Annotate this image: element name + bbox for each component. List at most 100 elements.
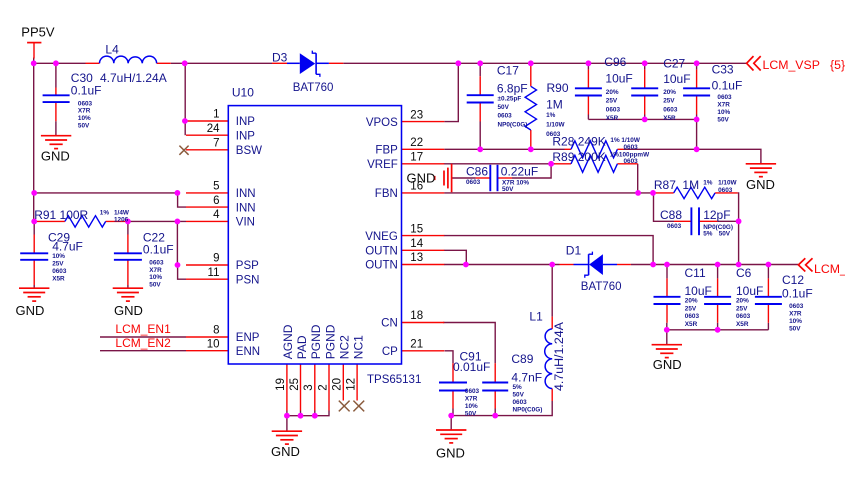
svg-text:R28 249K: R28 249K [552,134,605,148]
svg-text:8: 8 [213,325,219,337]
svg-text:C22: C22 [143,231,165,245]
svg-text:R87: R87 [654,178,676,192]
svg-text:D1: D1 [566,244,582,258]
svg-text:1206: 1206 [114,216,129,223]
svg-text:7: 7 [213,138,219,150]
svg-text:15: 15 [410,223,423,235]
svg-text:20%: 20% [736,298,749,305]
svg-text:PSN: PSN [236,274,260,286]
svg-text:PAD: PAD [295,335,309,359]
svg-text:22: 22 [410,137,423,149]
svg-text:C91: C91 [460,349,482,363]
svg-text:0603: 0603 [498,113,513,120]
svg-text:C17: C17 [497,64,519,78]
svg-text:0603: 0603 [52,268,67,275]
svg-text:0.1uF: 0.1uF [143,242,174,256]
svg-text:C96: C96 [604,55,626,69]
svg-text:1/10W: 1/10W [621,137,640,144]
svg-text:0603: 0603 [667,223,682,230]
svg-text:14: 14 [410,238,423,250]
svg-text:INP: INP [236,116,256,128]
svg-text:FBN: FBN [375,188,398,200]
svg-text:50V: 50V [149,282,161,289]
svg-text:50V: 50V [465,410,477,417]
svg-text:GND: GND [41,149,70,164]
svg-text:11: 11 [208,267,220,279]
svg-text:3: 3 [303,384,315,390]
svg-text:FBP: FBP [375,145,398,157]
svg-text:GND: GND [114,303,143,318]
svg-text:1/10W: 1/10W [718,179,737,186]
svg-text:INN: INN [236,202,256,214]
svg-text:1%: 1% [546,112,556,119]
svg-text:1%: 1% [610,137,620,144]
svg-text:50V: 50V [513,392,525,399]
svg-text:NC2: NC2 [338,335,352,359]
svg-text:50V: 50V [78,123,90,130]
svg-text:LCM_: LCM_ [814,262,845,276]
svg-text:±0.25pF: ±0.25pF [498,95,522,102]
svg-text:20%: 20% [606,89,619,96]
svg-text:1%: 1% [100,210,110,217]
svg-text:5: 5 [213,181,219,193]
svg-text:10%: 10% [717,109,730,116]
svg-text:25V: 25V [685,305,697,312]
svg-text:L4: L4 [105,43,119,57]
svg-text:50V: 50V [789,326,801,333]
svg-text:25: 25 [289,378,301,391]
svg-text:6: 6 [213,195,219,207]
svg-text:C27: C27 [663,57,685,71]
svg-text:R90: R90 [547,81,569,95]
svg-text:CP: CP [382,346,398,358]
svg-text:R91 100R: R91 100R [34,208,88,222]
svg-text:VPOS: VPOS [366,117,398,129]
svg-text:0.22uF: 0.22uF [501,164,538,178]
svg-text:1: 1 [213,109,219,121]
svg-text:25V: 25V [52,261,64,268]
svg-text:X7R: X7R [78,108,91,115]
svg-text:GND: GND [271,444,300,459]
svg-text:BSW: BSW [236,145,262,157]
svg-text:18: 18 [410,310,423,322]
svg-text:0603: 0603 [718,187,733,194]
svg-text:INN: INN [236,188,256,200]
svg-text:0603: 0603 [663,106,678,113]
svg-text:10uF: 10uF [736,284,763,298]
svg-text:VNEG: VNEG [365,231,398,243]
svg-text:2: 2 [317,384,329,390]
svg-text:GND: GND [407,170,436,185]
svg-text:X5R: X5R [736,321,749,328]
svg-text:1%: 1% [703,179,713,186]
svg-text:0.01uF: 0.01uF [453,360,490,374]
svg-text:PSP: PSP [236,260,259,272]
svg-text:0603: 0603 [513,399,528,406]
svg-text:4.7uF: 4.7uF [52,239,83,253]
svg-text:C30: C30 [71,71,93,85]
svg-text:X5R: X5R [606,115,619,122]
svg-text:21: 21 [410,339,423,351]
svg-text:PGND: PGND [309,324,323,359]
svg-text:10%: 10% [789,318,802,325]
svg-text:50V: 50V [719,230,731,237]
svg-text:OUTN: OUTN [365,260,398,272]
svg-text:24: 24 [207,123,220,135]
svg-text:0603: 0603 [685,313,700,320]
svg-text:NP0(C0G): NP0(C0G) [703,224,733,231]
svg-text:5%: 5% [513,384,523,391]
svg-text:9: 9 [213,253,219,265]
svg-text:25V: 25V [736,305,748,312]
svg-text:10%: 10% [52,253,65,260]
svg-text:10%: 10% [465,403,478,410]
svg-text:X7R: X7R [789,310,802,317]
svg-text:ENN: ENN [236,346,260,358]
svg-text:0603: 0603 [466,179,481,186]
svg-text:OUTN: OUTN [365,246,398,258]
svg-text:25V: 25V [606,98,618,105]
svg-text:4: 4 [213,209,220,221]
svg-text:LCM_VSP: LCM_VSP [763,58,820,72]
svg-text:0603: 0603 [606,106,621,113]
svg-text:1/4W: 1/4W [114,209,130,216]
svg-text:10uF: 10uF [685,284,712,298]
svg-text:CN: CN [381,318,398,330]
svg-text:0603: 0603 [624,144,639,151]
